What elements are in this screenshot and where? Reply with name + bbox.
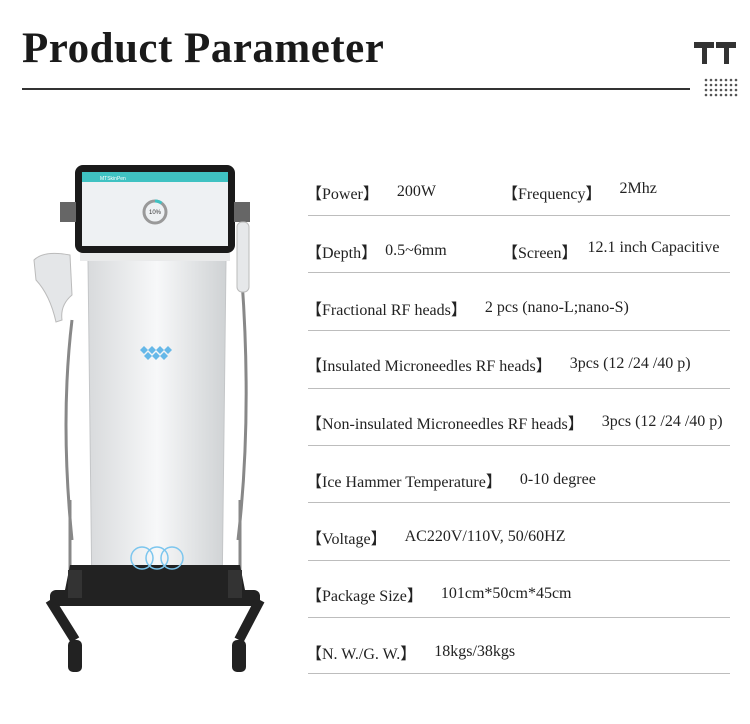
spec-value: 101cm*50cm*45cm <box>440 585 572 602</box>
spec-row: 【Insulated Microneedles RF heads】 3pcs (1… <box>306 352 730 376</box>
spec-row: 【Non-insulated Microneedles RF heads】 3pc… <box>306 410 730 434</box>
spec-row: 【N. W./G. W.】 18kgs/38kgs <box>306 640 730 664</box>
spec-row: 【Package Size】 101cm*50cm*45cm <box>306 582 730 606</box>
divider <box>308 673 730 674</box>
spec-value: 12.1 inch Capacitive <box>587 239 720 256</box>
handpiece-decoration-icon <box>694 42 738 97</box>
spec-value: 0.5~6mm <box>385 242 447 259</box>
spec-label: 【Frequency】 <box>502 186 602 203</box>
page-title: Product Parameter <box>22 25 385 72</box>
spec-row: 【Fractional RF heads】 2 pcs (nano-L;nano-… <box>306 296 730 320</box>
spec-label: 【Non-insulated Microneedles RF heads】 <box>306 416 584 433</box>
spec-row-depth: 【Depth】 0.5~6mm 【Screen】 12.1 inch Capaci… <box>306 239 730 263</box>
spec-label: 【N. W./G. W.】 <box>306 646 417 663</box>
spec-value: AC220V/110V, 50/60HZ <box>404 528 566 545</box>
spec-label: 【Depth】 <box>306 245 378 262</box>
spec-row: 【Voltage】 AC220V/110V, 50/60HZ <box>306 525 730 549</box>
device-image: MTSkinPen 10% <box>33 165 265 672</box>
spec-value: 3pcs (12 /24 /40 p) <box>569 355 691 372</box>
divider <box>308 388 730 389</box>
spec-value: 2Mhz <box>619 180 657 197</box>
divider <box>308 560 730 561</box>
spec-value: 200W <box>396 183 436 200</box>
spec-value: 0-10 degree <box>519 471 596 488</box>
spec-label: 【Screen】 <box>502 245 578 262</box>
spec-row: 【Ice Hammer Temperature】 0-10 degree <box>306 468 730 492</box>
spec-label: 【Voltage】 <box>306 531 387 548</box>
spec-value: 3pcs (12 /24 /40 p) <box>601 413 723 430</box>
title-divider <box>22 88 690 90</box>
divider <box>308 330 730 331</box>
divider <box>308 445 730 446</box>
spec-value: 18kgs/38kgs <box>434 643 516 660</box>
spec-label: 【Insulated Microneedles RF heads】 <box>306 358 552 375</box>
spec-label: 【Package Size】 <box>306 588 423 605</box>
spec-row-power: 【Power】 200W 【Frequency】 2Mhz <box>306 180 730 204</box>
divider <box>308 502 730 503</box>
spec-label: 【Fractional RF heads】 <box>306 302 467 319</box>
spec-value: 2 pcs (nano-L;nano-S) <box>484 299 629 316</box>
spec-label: 【Ice Hammer Temperature】 <box>306 474 502 491</box>
divider <box>308 272 730 273</box>
screen-brand: MTSkinPen <box>100 176 126 182</box>
spec-label: 【Power】 <box>306 186 379 203</box>
divider <box>308 215 730 216</box>
screen-progress: 10% <box>149 210 162 216</box>
divider <box>308 617 730 618</box>
